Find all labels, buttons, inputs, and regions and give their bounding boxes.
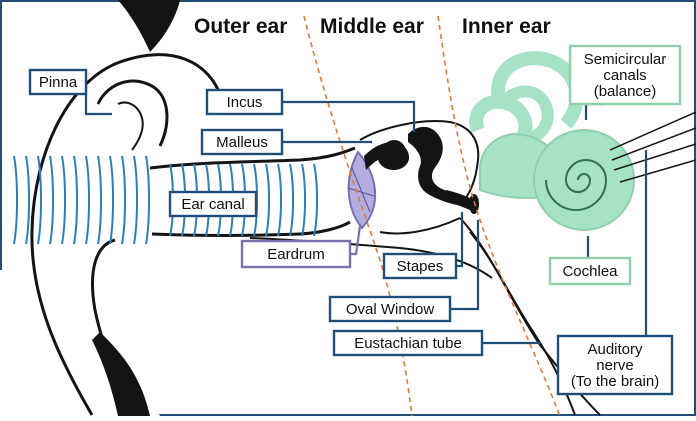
label-malleus-text: Malleus — [216, 134, 268, 151]
antihelix-outline — [118, 103, 143, 150]
label-stapes: Stapes — [384, 254, 456, 278]
sound-wave-line — [86, 156, 89, 244]
sound-wave-line — [146, 156, 149, 244]
label-eardrum-text: Eardrum — [267, 246, 325, 263]
label-incus: Incus — [207, 90, 282, 114]
label-pinna: Pinna — [30, 70, 86, 94]
cochlea-body — [534, 130, 634, 230]
sound-wave-line — [122, 156, 125, 244]
label-semicircular-line1: Semicircular — [584, 51, 667, 68]
sound-wave-line — [38, 156, 41, 244]
leader-eardrum — [350, 226, 360, 254]
region-middle-ear: Middle ear — [320, 15, 424, 38]
label-malleus: Malleus — [202, 130, 282, 154]
sound-wave-line — [26, 156, 29, 244]
sound-wave-line — [14, 156, 17, 244]
label-eustachian-tube-text: Eustachian tube — [354, 335, 462, 352]
label-cochlea-text: Cochlea — [562, 263, 618, 280]
ossicles — [364, 127, 479, 214]
label-ear-canal: Ear canal — [170, 192, 256, 216]
sound-wave-line — [266, 164, 269, 236]
sound-wave-line — [134, 156, 137, 244]
label-oval-window-text: Oval Window — [346, 301, 435, 318]
sound-wave-line — [62, 156, 65, 244]
leader-semicircular — [586, 104, 604, 120]
label-auditory-line1: Auditory — [587, 341, 643, 358]
label-eardrum: Eardrum — [242, 241, 350, 267]
label-cochlea: Cochlea — [550, 258, 630, 284]
sound-wave-line — [314, 164, 317, 236]
sound-wave-line — [290, 164, 293, 236]
label-eustachian-tube: Eustachian tube — [334, 331, 482, 355]
label-semicircular-line3: (balance) — [594, 83, 657, 100]
label-semicircular-canals: Semicircular canals (balance) — [570, 46, 680, 104]
sound-wave-line — [110, 156, 113, 244]
leader-pinna — [86, 82, 112, 114]
sound-wave-line — [278, 164, 281, 236]
label-auditory-nerve: Auditory nerve (To the brain) — [558, 336, 672, 394]
sound-wave-line — [302, 164, 305, 236]
label-pinna-text: Pinna — [39, 74, 78, 91]
region-inner-ear: Inner ear — [462, 15, 551, 38]
sound-waves — [14, 156, 317, 244]
label-semicircular-line2: canals — [603, 67, 646, 84]
hair-silhouette — [118, 0, 180, 52]
label-ear-canal-text: Ear canal — [181, 196, 244, 213]
region-outer-ear: Outer ear — [194, 15, 287, 38]
label-stapes-text: Stapes — [397, 258, 444, 275]
label-auditory-line3: (To the brain) — [571, 373, 659, 390]
label-incus-text: Incus — [227, 94, 263, 111]
sound-wave-line — [74, 156, 77, 244]
sound-wave-line — [98, 156, 101, 244]
sound-wave-line — [50, 156, 53, 244]
middle-ear-floor-outline — [380, 218, 460, 233]
label-oval-window: Oval Window — [330, 297, 450, 321]
malleus-head — [382, 140, 406, 164]
label-auditory-line2: nerve — [596, 357, 634, 374]
